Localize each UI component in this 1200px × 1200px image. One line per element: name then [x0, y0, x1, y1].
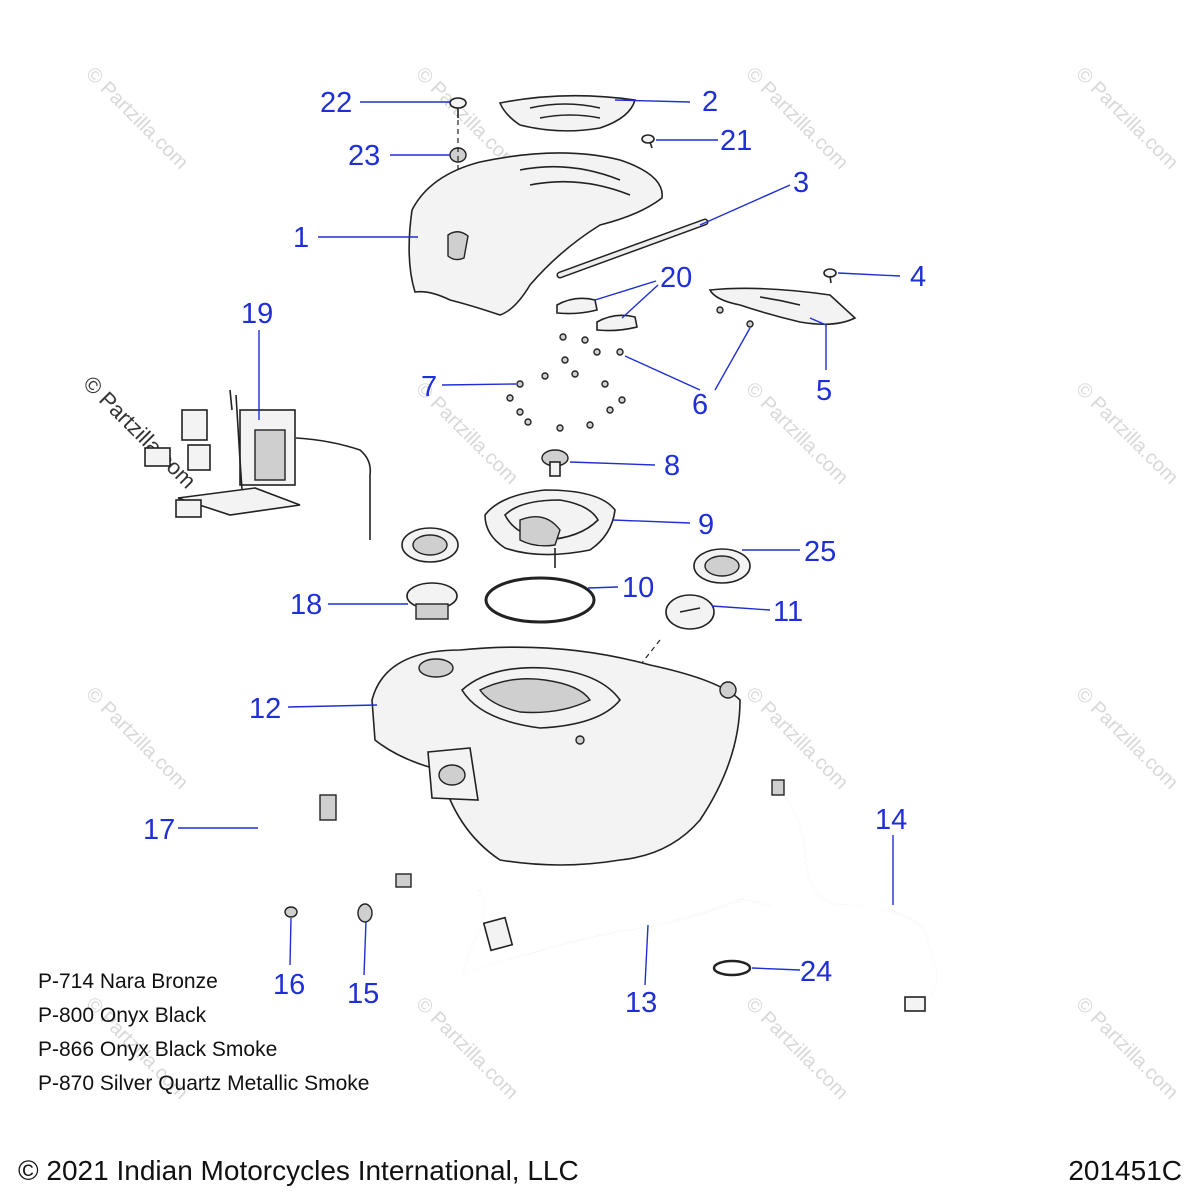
- callout-19: 19: [241, 298, 273, 330]
- callout-6: 6: [692, 389, 708, 421]
- paint-code: P-800 Onyx Black: [38, 1004, 207, 1027]
- callout-16: 16: [273, 969, 305, 1001]
- callout-1: 1: [293, 222, 309, 254]
- callout-11: 11: [773, 596, 803, 628]
- watermark: © Partzilla.com: [81, 683, 192, 794]
- watermark: © Partzilla.com: [741, 63, 852, 174]
- callout-9: 9: [698, 509, 714, 541]
- watermark: © Partzilla.com: [1071, 683, 1182, 794]
- part-ring-left: [401, 527, 459, 563]
- part-9-mount-ring: [484, 489, 616, 568]
- callout-18: 18: [290, 589, 322, 621]
- callout-5: 5: [816, 375, 832, 407]
- paint-code: P-866 Onyx Black Smoke: [38, 1038, 278, 1061]
- part-2-insert-panel: [498, 94, 637, 132]
- callout-4: 4: [910, 261, 926, 293]
- part-14-return-line: [771, 779, 937, 1012]
- callout-10: 10: [622, 572, 654, 604]
- part-3-trim-strip: [556, 218, 709, 279]
- callout-3: 3: [793, 167, 809, 199]
- callout-20: 20: [660, 262, 692, 294]
- part-4-screw: [823, 268, 837, 284]
- watermark: © Partzilla.com: [411, 993, 522, 1104]
- paint-code: P-714 Nara Bronze: [38, 970, 218, 993]
- callout-21: 21: [720, 125, 752, 157]
- part-12-fuel-tank: [371, 646, 741, 866]
- part-25-grommet: [693, 548, 751, 584]
- part-13-vent-line: [461, 889, 771, 977]
- document-number: 201451C: [1068, 1155, 1182, 1186]
- part-10-seal: [484, 576, 596, 624]
- callout-2: 2: [702, 86, 718, 118]
- part-1-console-cover: [408, 152, 663, 316]
- watermark: © Partzilla.com: [81, 63, 192, 174]
- callout-12: 12: [249, 693, 281, 725]
- callout-25: 25: [804, 536, 836, 568]
- watermark: © Partzilla.com: [741, 683, 852, 794]
- callout-23: 23: [348, 140, 380, 172]
- part-8-valve: [541, 449, 569, 477]
- part-19-fuel-pump: [144, 389, 372, 540]
- part-20-clips: [556, 297, 638, 332]
- watermark: © Partzilla.com: [1071, 378, 1182, 489]
- callout-22: 22: [320, 87, 352, 119]
- part-24-clip: [712, 959, 752, 977]
- part-17-hose: [243, 793, 412, 888]
- copyright-notice: © 2021 Indian Motorcycles International,…: [18, 1155, 579, 1186]
- callout-15: 15: [347, 978, 379, 1010]
- callout-17: 17: [143, 814, 175, 846]
- paint-code: P-870 Silver Quartz Metallic Smoke: [38, 1072, 370, 1095]
- part-18-fuel-cap: [406, 582, 458, 620]
- callout-leaders: [178, 99, 901, 986]
- part-16-screw: [284, 906, 298, 918]
- watermark: © Partzilla.com: [741, 993, 852, 1104]
- callout-labels: 22 2 21 23 3 1 4 20 19 7 5 6 8 9 25 10 1…: [143, 86, 926, 1019]
- watermark: © Partzilla.com: [1071, 63, 1182, 174]
- part-15-clamp: [357, 903, 373, 923]
- part-11-gauge: [665, 594, 715, 630]
- callout-24: 24: [800, 956, 832, 988]
- part-6-7-fasteners: [506, 333, 626, 432]
- callout-13: 13: [625, 987, 657, 1019]
- callout-14: 14: [875, 804, 907, 836]
- callout-7: 7: [421, 371, 437, 403]
- callout-8: 8: [664, 450, 680, 482]
- paint-code-list: P-714 Nara Bronze P-800 Onyx Black P-866…: [38, 965, 369, 1101]
- watermark: © Partzilla.com: [1071, 993, 1182, 1104]
- part-21-screw: [641, 134, 655, 149]
- part-22-screw: [449, 97, 467, 118]
- part-5-bracket: [708, 287, 857, 328]
- watermark: © Partzilla.com: [741, 378, 852, 489]
